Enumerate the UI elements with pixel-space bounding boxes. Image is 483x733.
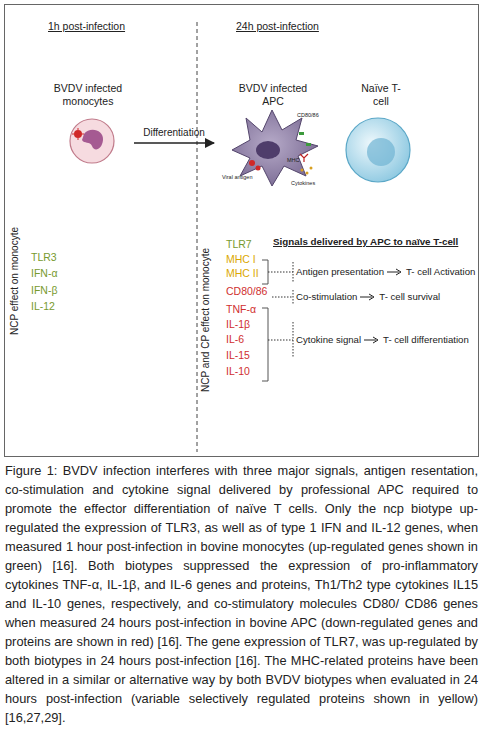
signal-row: Cytokine signal T- cell differentiation xyxy=(296,334,469,345)
signal-arrow-line xyxy=(360,294,374,300)
signal-outcome: T- cell survival xyxy=(379,291,440,302)
cell-callout: Cytokines xyxy=(291,180,315,186)
signal-row: Antigen presentation T- cell Activation xyxy=(296,266,475,277)
figure-frame xyxy=(5,5,479,457)
signal-name: Cytokine signal xyxy=(296,334,361,345)
gene-item: IFN-β xyxy=(31,284,57,296)
signal-outcome: T- cell Activation xyxy=(406,266,475,277)
gene-item: TLR7 xyxy=(226,238,252,250)
signal-outcome: T- cell differentiation xyxy=(383,334,469,345)
gene-item: IFN-α xyxy=(31,267,57,279)
signal-arrow-line xyxy=(387,269,401,275)
gene-item: IL-12 xyxy=(31,300,55,312)
time-divider xyxy=(197,22,198,452)
dotted-leaders xyxy=(268,262,293,358)
signal-arrow xyxy=(364,336,380,344)
signal-brackets xyxy=(262,260,268,381)
monocyte-cell xyxy=(70,119,114,163)
cell-node: BVDV infected APC xyxy=(214,82,332,190)
signal-arrow xyxy=(387,268,403,276)
t-cell xyxy=(346,118,410,182)
gene-item: IL-1β xyxy=(226,318,250,330)
gene-item: TLR3 xyxy=(31,251,57,263)
gene-item: IL-6 xyxy=(226,333,244,345)
cell-heading: BVDV infected monocytes xyxy=(42,82,134,108)
effect-label: NCP effect on monocyte xyxy=(9,227,21,335)
time-header: 24h post-infection xyxy=(236,20,319,32)
gene-item: TNF-α xyxy=(226,303,256,315)
cell-callout: MHC xyxy=(287,157,300,163)
effect-label: NCP and CP effect on monocyte xyxy=(200,248,212,392)
signal-name: Antigen presentation xyxy=(296,266,384,277)
signals-header: Signals delivered by APC to naïve T-cell xyxy=(273,236,458,247)
connector-arrow xyxy=(134,142,214,143)
gene-item: IL-10 xyxy=(226,365,250,377)
cell-callout: CD80/86 xyxy=(297,112,319,118)
figure-caption: Figure 1: BVDV infection interferes with… xyxy=(5,461,478,727)
cell-callout: Viral antigen xyxy=(222,174,252,180)
cell-node: Naïve T-cell xyxy=(345,82,417,182)
gene-item: MHC II xyxy=(226,267,259,279)
gene-item: MHC I xyxy=(226,253,256,265)
signal-row: Co-stimulation T- cell survival xyxy=(296,291,440,302)
cell-heading: Naïve T-cell xyxy=(356,82,406,108)
cell-heading: BVDV infected APC xyxy=(233,82,313,108)
time-header: 1h post-infection xyxy=(48,20,125,32)
connector-label: Differentiation xyxy=(143,127,205,139)
signal-arrow-line xyxy=(364,337,378,343)
signal-arrow xyxy=(360,293,376,301)
signal-name: Co-stimulation xyxy=(296,291,357,302)
gene-item: IL-15 xyxy=(226,349,250,361)
cell-node: BVDV infected monocytes xyxy=(42,82,134,166)
gene-item: CD80/86 xyxy=(226,285,267,297)
